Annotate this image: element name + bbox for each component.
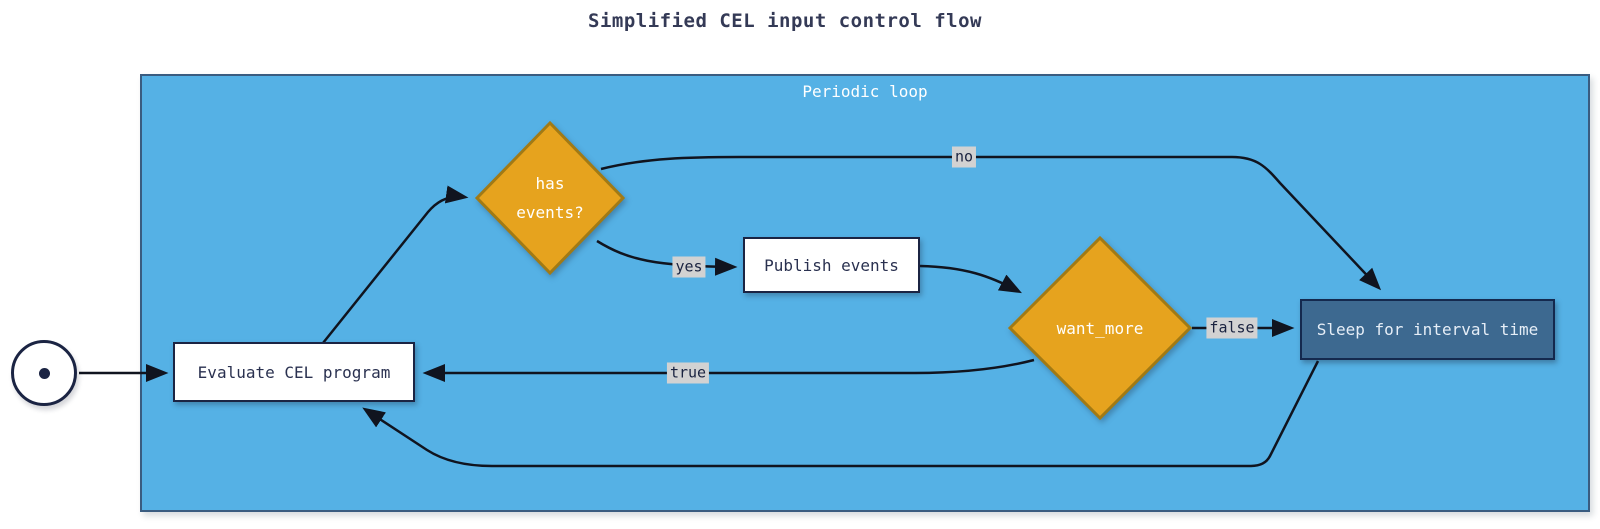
edge-sleep-loop-to-evaluate [362,360,1320,468]
diagram-title: Simplified CEL input control flow [588,10,982,32]
evaluate-cel-program-node: Evaluate CEL program [173,342,415,402]
start-node [11,340,77,406]
edge-want-more-true-to-evaluate [422,358,1035,382]
has-events-diamond [474,120,626,276]
edge-label-true: true [666,362,710,384]
periodic-loop-container: Periodic loop [140,74,1590,512]
want-more-label: want_more [1056,318,1144,338]
publish-events-label: Publish events [764,255,899,275]
sleep-for-interval-label: Sleep for interval time [1316,320,1539,339]
evaluate-cel-program-label: Evaluate CEL program [197,362,391,382]
edge-label-yes: yes [672,256,706,278]
sleep-for-interval-node: Sleep for interval time [1300,299,1555,360]
edge-label-false: false [1206,317,1258,339]
periodic-loop-label: Periodic loop [802,82,928,101]
publish-events-node: Publish events [743,237,920,293]
want-more-diamond [1007,235,1193,421]
start-dot-icon [38,367,50,379]
edge-evaluate-to-has-events [322,185,469,344]
has-events-label: has events? [516,174,584,222]
edge-label-no: no [951,146,977,168]
edge-publish-to-want-more [919,264,1022,294]
edge-has-events-yes-to-publish [596,239,738,276]
edge-has-events-no-to-sleep [600,155,1382,291]
